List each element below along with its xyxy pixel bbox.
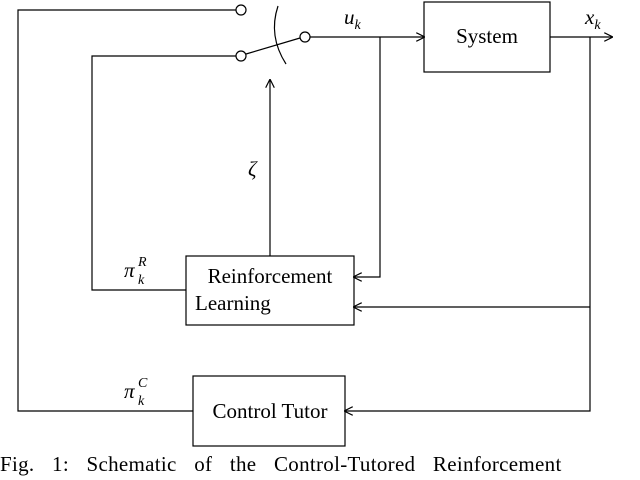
control-tutor-label: Control Tutor xyxy=(213,399,328,423)
figure-caption: Fig. 1: Schematic of the Control-Tutored… xyxy=(0,452,562,476)
pi-c-subscript: k xyxy=(138,394,145,409)
u-feedback-line xyxy=(354,37,381,277)
switch-output-terminal xyxy=(299,31,311,43)
tutor-output-line xyxy=(17,9,236,412)
x-feedback-line xyxy=(345,37,591,411)
rl-output-line xyxy=(91,55,236,291)
rl-label-line2: Learning xyxy=(195,291,271,315)
pi-r-label: π xyxy=(124,258,135,282)
pi-r-subscript: k xyxy=(138,273,145,288)
switch-terminal-bottom xyxy=(235,50,247,62)
pi-c-superscript: C xyxy=(138,376,148,391)
rl-label-line1: Reinforcement xyxy=(208,264,333,288)
x-label: xk xyxy=(584,5,601,33)
u-label: uk xyxy=(344,5,362,33)
block-diagram: System Reinforcement Learning Control Tu… xyxy=(17,1,640,447)
pi-r-superscript: R xyxy=(137,255,147,270)
switch-blade xyxy=(245,37,301,55)
zeta-label: ζ xyxy=(248,157,258,181)
switch-terminal-top xyxy=(235,4,247,16)
system-label: System xyxy=(456,24,518,48)
switch-arc xyxy=(273,5,287,65)
pi-c-label: π xyxy=(124,379,135,403)
